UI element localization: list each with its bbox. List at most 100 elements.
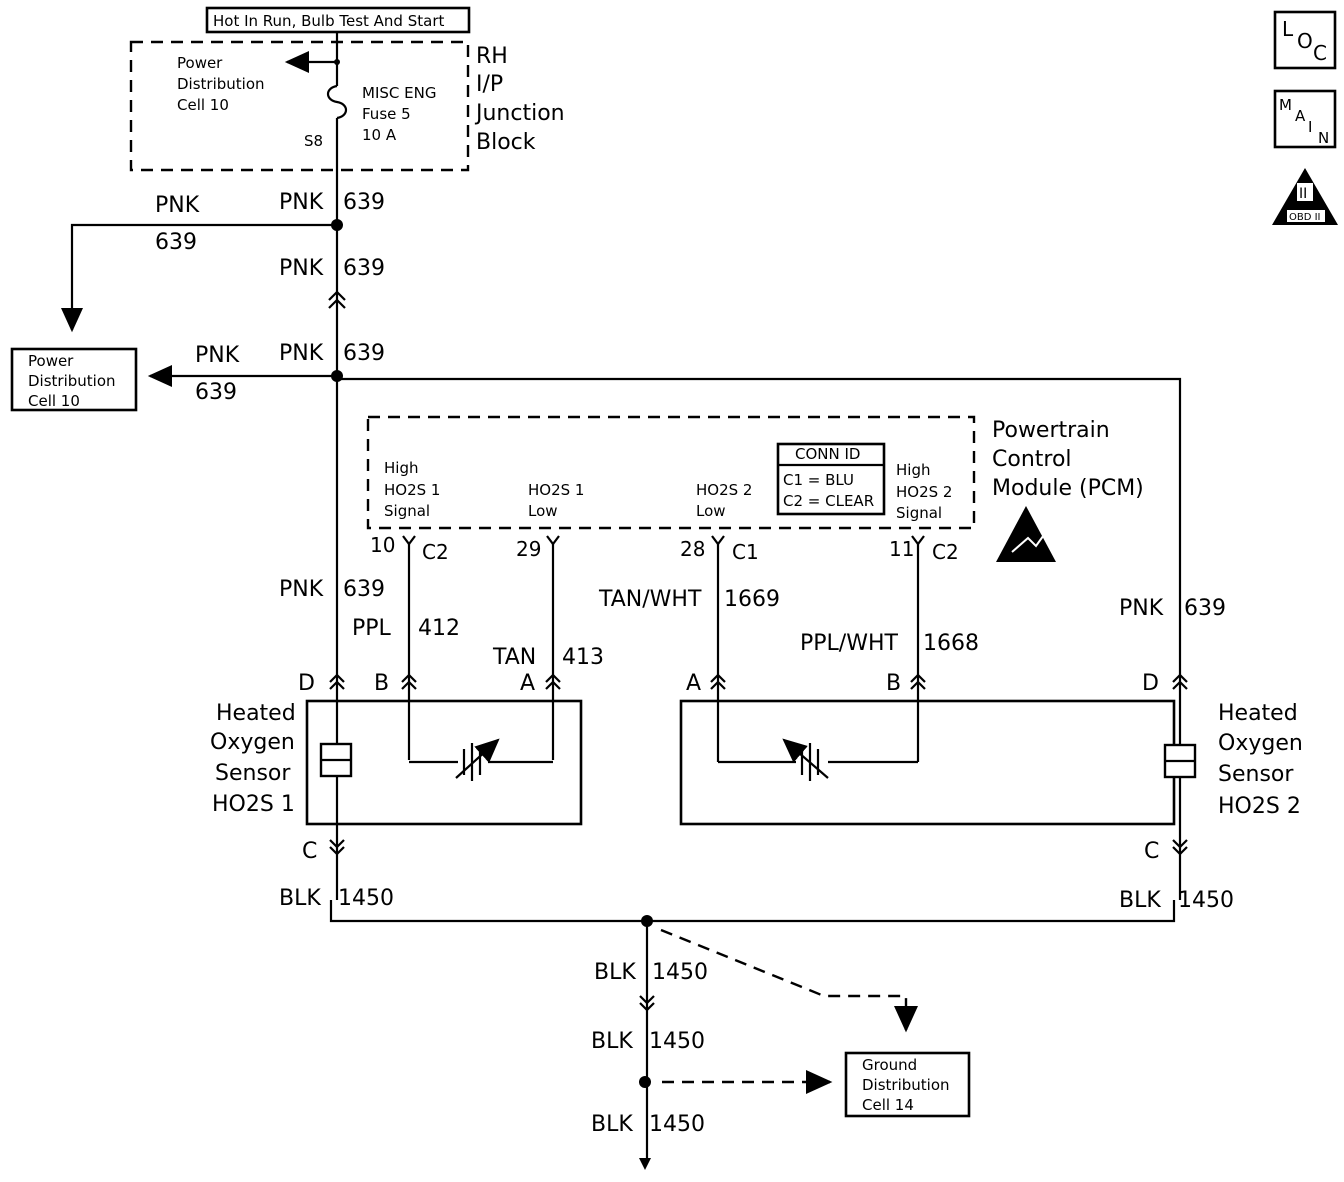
sensor2-pin-b: B (886, 671, 901, 696)
sensor2-pin-b-terminal-a (910, 673, 926, 683)
pcm-name-line3: Module (PCM) (992, 476, 1144, 501)
ground-connector-a (639, 995, 655, 1005)
loc-icon (1273, 10, 1337, 70)
ground-symbol (639, 1158, 651, 1170)
sensor1-pin-d-terminal-b (329, 680, 345, 690)
sensor2-pin-c: C (1144, 839, 1159, 864)
fuse-pin: S8 (304, 132, 323, 150)
wire-color-blk-c: BLK (591, 1112, 633, 1137)
wire-color-pnk-b: PNK (279, 256, 324, 281)
wire-circuit-1450-left: 1450 (338, 886, 394, 911)
junction-name-line1: RH (476, 44, 508, 69)
obd-ii-label-box (1287, 210, 1325, 222)
wire-circuit-1450-right: 1450 (1178, 888, 1234, 913)
power-distribution-line1: Power (28, 352, 74, 370)
wire-color-pplwht: PPL/WHT (800, 631, 898, 656)
ground-dashed-upper (660, 928, 918, 1033)
pcm-name-line2: Control (992, 447, 1072, 472)
power-distribution-box (10, 347, 138, 412)
hot-label: Hot In Run, Bulb Test And Start (213, 12, 444, 30)
sensor1-line1: Heated (216, 701, 296, 726)
ground-bus (329, 900, 1176, 923)
wire-circuit-639-a: 639 (343, 190, 385, 215)
loc-icon-o: O (1297, 29, 1313, 53)
sensor1-pin-b-terminal-a (401, 673, 417, 683)
power-distribution-line3: Cell 10 (28, 392, 80, 410)
wire-circuit-1450-c: 1450 (649, 1112, 705, 1137)
esd-warning-icon-hand (1011, 531, 1047, 553)
wire-color-blk-right: BLK (1119, 888, 1161, 913)
sensor2-line2: Oxygen (1218, 731, 1303, 756)
inline-connector-upper-a (328, 290, 346, 301)
wire-circuit-639-b: 639 (343, 256, 385, 281)
pcm-pin-10-conn: C2 (422, 540, 449, 564)
loc-icon-l: L (1282, 17, 1294, 41)
wire-color-tan: TAN (492, 645, 536, 670)
wire-circuit-412: 412 (418, 616, 460, 641)
pcm-pin-11: 11 (889, 537, 914, 561)
sensor1-pin-a-terminal-b (545, 680, 561, 690)
sensor2-line4: HO2S 2 (1218, 794, 1301, 819)
sensor1-line4: HO2S 1 (212, 792, 295, 817)
loc-icon-c: C (1313, 41, 1327, 65)
ground-distribution-box (844, 1051, 971, 1118)
sensor2-pin-d-terminal-b (1172, 680, 1188, 690)
pcm-sig1-line1: High (384, 459, 418, 477)
fuse-rating: 10 A (362, 126, 397, 144)
pcm-pin-10: 10 (370, 533, 395, 557)
sensor1-pin-b: B (374, 671, 389, 696)
junction-pd-line3: Cell 10 (177, 96, 229, 114)
junction-pd-line1: Power (177, 54, 223, 72)
ground-distribution-line1: Ground (862, 1056, 917, 1074)
pcm-pin-28: 28 (680, 537, 705, 561)
wire-circuit-1450-a: 1450 (652, 960, 708, 985)
pcm-low1-line2: Low (528, 502, 558, 520)
pnk-wire-to-sensor2 (337, 377, 1182, 900)
junction-name-line4: Block (476, 130, 536, 155)
wire-circuit-1450-b: 1450 (649, 1029, 705, 1054)
wire-color-pnk-e: PNK (1119, 596, 1164, 621)
wire-circuit-639-d: 639 (343, 577, 385, 602)
inline-connector-upper-b (328, 298, 346, 309)
power-distribution-line2: Distribution (28, 372, 116, 390)
pcm-pin-11-conn: C2 (932, 540, 959, 564)
sensor2-line3: Sensor (1218, 762, 1294, 787)
sensor1-pin-a: A (520, 671, 535, 696)
wire-circuit-639-lower-branch: 639 (195, 380, 237, 405)
sensor1-line3: Sensor (215, 761, 291, 786)
conn-id-title: CONN ID (795, 445, 860, 463)
sensor2-variable-arrow (782, 738, 829, 779)
main-icon-n: N (1318, 129, 1329, 147)
wire-color-blk-left: BLK (279, 886, 321, 911)
junction-name-line2: I/P (476, 72, 503, 97)
sensor1-pin-c-terminal-a (329, 839, 345, 849)
wire-color-ppl: PPL (352, 616, 392, 641)
pcm-name-line1: Powertrain (992, 418, 1110, 443)
wire-color-pnk-lower-branch: PNK (195, 343, 240, 368)
main-icon-a: A (1295, 107, 1306, 125)
sensor2-pin-c-terminal-b (1172, 846, 1188, 856)
wire-color-blk-b: BLK (591, 1029, 633, 1054)
sensor1-pin-c-terminal-b (329, 846, 345, 856)
pcm-pin-29: 29 (516, 537, 541, 561)
wire-color-pnk-a: PNK (279, 190, 324, 215)
sensor2-line1: Heated (1218, 701, 1298, 726)
sensor2-pin-a-terminal-a (710, 673, 726, 683)
fuse-number: Fuse 5 (362, 105, 411, 123)
obd-ii-label: OBD II (1289, 212, 1321, 223)
wire-color-pnk-c: PNK (279, 341, 324, 366)
pcm-outline (366, 415, 976, 530)
ground-distribution-line3: Cell 14 (862, 1096, 914, 1114)
esd-warning-icon (996, 506, 1056, 562)
pcm-low2-line2: Low (696, 502, 726, 520)
sensor1-outline (305, 699, 583, 826)
wire-circuit-413: 413 (562, 645, 604, 670)
wire-circuit-639-upper-branch: 639 (155, 230, 197, 255)
obd-ii-roman: II (1299, 186, 1307, 202)
pcm-pin-10-terminal (402, 535, 416, 546)
pcm-low2-line1: HO2S 2 (696, 481, 752, 499)
pcm-sig2-line3: Signal (896, 504, 942, 522)
conn-id-c1: C1 = BLU (783, 471, 854, 489)
junction-name-line3: Junction (474, 101, 565, 126)
